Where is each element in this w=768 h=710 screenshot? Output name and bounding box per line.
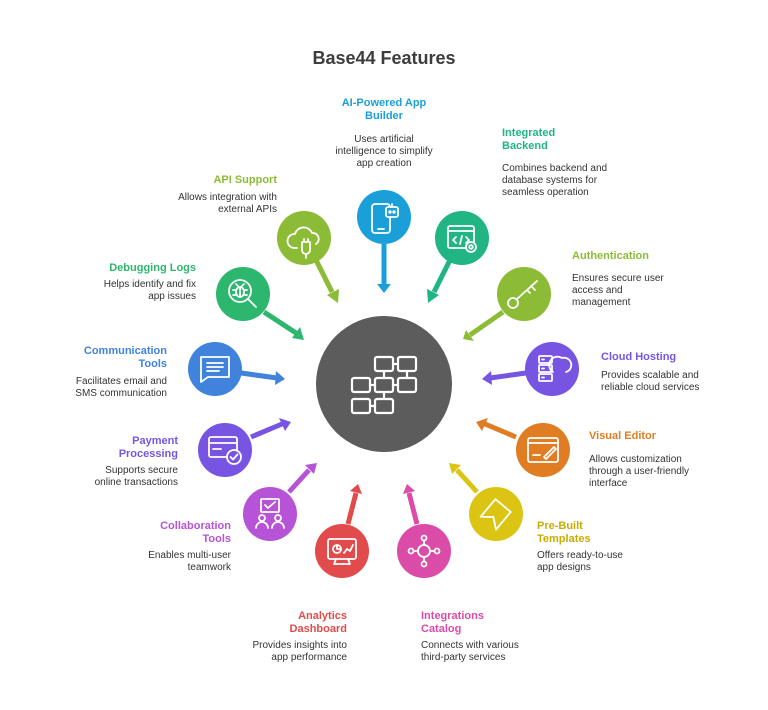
cloud-plug-icon	[286, 226, 320, 259]
chat-bubble-icon	[200, 356, 230, 383]
dashboard-monitor-icon	[327, 538, 357, 565]
feature-title-ai-builder: AI-Powered App Builder	[341, 97, 427, 122]
feature-templates	[449, 463, 523, 541]
feature-desc-collab: Enables multi-user teamwork	[148, 550, 231, 573]
feature-desc-debug: Helps identify and fix app issues	[103, 279, 196, 302]
feature-desc-api: Allows integration with external APIs	[178, 192, 277, 215]
bug-search-icon	[228, 279, 257, 308]
feature-title-collab: Collaboration Tools	[160, 520, 231, 545]
feature-desc-ai-builder: Uses artificial intelligence to simplify…	[335, 134, 433, 169]
smartphone-robot-icon	[371, 203, 399, 234]
feature-debug	[216, 267, 304, 340]
workflow-blocks-icon	[350, 355, 418, 415]
feature-title-templates: Pre-Built Templates	[537, 520, 591, 545]
feature-title-auth: Authentication	[572, 250, 649, 262]
feature-title-backend: Integrated Backend	[502, 127, 556, 152]
feature-editor	[476, 418, 570, 477]
feature-backend	[427, 211, 489, 303]
center-hub	[316, 316, 452, 452]
code-gear-window-icon	[447, 225, 477, 253]
edit-window-icon	[527, 437, 559, 463]
feature-comms	[188, 342, 285, 396]
diagram-title: Base44 Features	[312, 48, 456, 68]
feature-ai-builder	[357, 190, 411, 293]
feature-title-comms: Communication Tools	[83, 345, 167, 370]
feature-title-integrations: Integrations Catalog	[421, 610, 484, 635]
feature-title-analytics: Analytics Dashboard	[289, 610, 347, 635]
cloud-server-icon	[538, 355, 573, 382]
feature-collab	[243, 463, 317, 541]
team-board-icon	[255, 498, 285, 529]
feature-desc-templates: Offers ready-to-use app designs	[537, 550, 623, 573]
feature-desc-integrations: Connects with various third-party servic…	[421, 640, 519, 663]
feature-payment	[198, 418, 291, 477]
feature-title-editor: Visual Editor	[589, 430, 657, 442]
feature-api	[277, 211, 339, 303]
feature-title-cloud: Cloud Hosting	[601, 351, 677, 363]
feature-desc-editor: Allows customization through a user-frie…	[589, 454, 690, 489]
feature-title-debug: Debugging Logs	[109, 262, 196, 274]
feature-desc-comms: Facilitates email and SMS communication	[75, 376, 167, 399]
feature-integrations	[397, 484, 451, 578]
feature-desc-cloud: Provides scalable and reliable cloud ser…	[601, 370, 700, 393]
feature-desc-backend: Combines backend and database systems fo…	[502, 163, 608, 198]
key-icon	[507, 280, 538, 309]
credit-card-check-icon	[208, 436, 242, 465]
feature-desc-auth: Ensures secure user access and managemen…	[572, 273, 664, 308]
feature-desc-analytics: Provides insights into app performance	[252, 640, 348, 663]
network-nodes-icon	[407, 534, 441, 568]
feature-title-payment: Payment Processing	[118, 435, 178, 460]
feature-analytics	[315, 484, 369, 578]
feature-auth	[463, 267, 551, 341]
feature-title-api: API Support	[213, 174, 277, 186]
feature-desc-payment: Supports secure online transactions	[94, 465, 178, 488]
bookmark-icon	[479, 498, 512, 531]
feature-cloud	[482, 342, 579, 396]
